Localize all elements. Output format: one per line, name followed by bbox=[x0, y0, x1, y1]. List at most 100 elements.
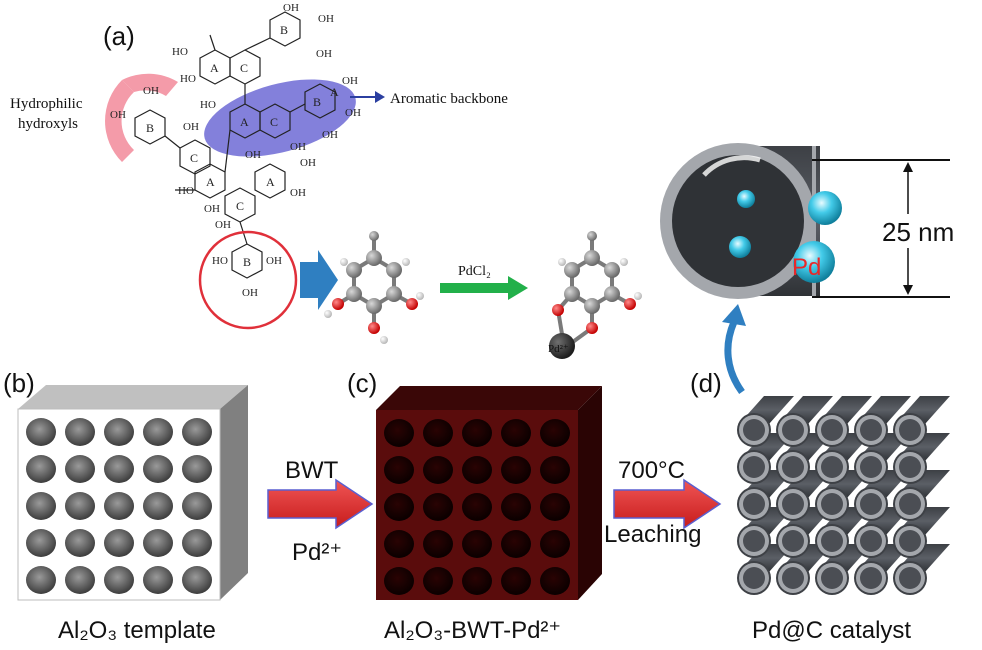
oh-label: OH bbox=[183, 121, 199, 133]
intermediate-pore bbox=[384, 493, 414, 521]
aromatic-backbone-ellipse bbox=[204, 79, 356, 157]
tube-lumen bbox=[782, 493, 804, 515]
template-pore bbox=[65, 566, 95, 594]
tube-lumen bbox=[860, 530, 882, 552]
curved-blue-arrow bbox=[724, 320, 745, 395]
ring-letter: A bbox=[210, 61, 219, 75]
template-pore bbox=[104, 529, 134, 557]
ring-letter: A bbox=[206, 175, 215, 189]
intermediate-pore bbox=[384, 530, 414, 558]
oh-label: OH bbox=[316, 48, 332, 60]
template-pore bbox=[104, 455, 134, 483]
blue-arrow bbox=[300, 250, 338, 310]
pd-complex-molecule bbox=[549, 231, 642, 359]
nanotube-bundle bbox=[737, 396, 950, 595]
ho-label: HO bbox=[180, 73, 196, 85]
tube-lumen bbox=[782, 567, 804, 589]
aromatic-backbone-label: Aromatic backbone bbox=[390, 91, 508, 107]
reagent-label: PdCl₂ bbox=[458, 264, 491, 279]
intermediate-pore bbox=[540, 456, 570, 484]
tube-lumen bbox=[782, 456, 804, 478]
tube-lumen bbox=[899, 530, 921, 552]
template-pore-grid bbox=[26, 418, 212, 594]
template-pore bbox=[26, 529, 56, 557]
template-pore bbox=[104, 566, 134, 594]
hydrophilic-arc bbox=[105, 80, 134, 162]
ring-letters: A C B A C B A B C A A C B bbox=[146, 23, 339, 269]
ring-letter: A bbox=[266, 175, 275, 189]
tube-lumen bbox=[860, 456, 882, 478]
intermediate-pore-grid bbox=[384, 419, 570, 595]
intermediate-pore bbox=[423, 493, 453, 521]
oh-label: OH bbox=[290, 187, 306, 199]
product-caption: Pd@C catalyst bbox=[752, 617, 911, 644]
oh-label: OH bbox=[283, 2, 299, 14]
oh-label: OH bbox=[204, 203, 220, 215]
intermediate-pore bbox=[462, 419, 492, 447]
template-pore bbox=[26, 455, 56, 483]
intermediate-pore bbox=[501, 456, 531, 484]
tube-lumen bbox=[821, 456, 843, 478]
intermediate-pore bbox=[501, 493, 531, 521]
hydrophilic-label-line2: hydroxyls bbox=[18, 116, 78, 132]
intermediate-pore bbox=[501, 419, 531, 447]
pd-particle bbox=[793, 241, 835, 283]
panel-label-b: (b) bbox=[3, 368, 35, 398]
tube-lumen bbox=[743, 456, 765, 478]
pd-particle-label: Pd bbox=[792, 254, 821, 281]
intermediate-pore bbox=[384, 567, 414, 595]
oh-label: OH bbox=[345, 107, 361, 119]
oh-label: OH bbox=[266, 255, 282, 267]
ho-label: HO bbox=[200, 99, 216, 111]
diameter-label: 25 nm bbox=[882, 217, 954, 247]
green-arrow bbox=[440, 276, 528, 300]
intermediate-pore bbox=[540, 567, 570, 595]
intermediate-pore bbox=[462, 567, 492, 595]
template-pore bbox=[182, 529, 212, 557]
ring-letter: C bbox=[270, 115, 278, 129]
intermediate-pore bbox=[462, 493, 492, 521]
ring-letter: B bbox=[243, 255, 251, 269]
pd-ion-label: Pd²⁺ bbox=[548, 343, 569, 355]
ho-label: HO bbox=[178, 185, 194, 197]
intermediate-pore bbox=[501, 530, 531, 558]
tube-lumen bbox=[821, 567, 843, 589]
template-pore bbox=[26, 418, 56, 446]
ho-label: HO bbox=[172, 46, 188, 58]
template-pore bbox=[182, 455, 212, 483]
tube-lumen bbox=[860, 567, 882, 589]
template-pore bbox=[26, 492, 56, 520]
pd-particle bbox=[808, 191, 842, 225]
ho-label: HO bbox=[212, 255, 228, 267]
template-pore bbox=[65, 418, 95, 446]
intermediate-pore bbox=[540, 493, 570, 521]
red-arrow-2 bbox=[613, 478, 722, 530]
tube-lumen bbox=[782, 419, 804, 441]
template-pore bbox=[143, 492, 173, 520]
intermediate-pore bbox=[423, 419, 453, 447]
tube-lumen bbox=[821, 493, 843, 515]
intermediate-pore bbox=[423, 530, 453, 558]
red-arrow-1 bbox=[267, 478, 374, 530]
hydroxyl-labels: OH OH OH HO HO OH OH OH HO OH OH OH OH O… bbox=[110, 2, 361, 299]
tube-lumen bbox=[821, 419, 843, 441]
tube-lumen bbox=[899, 456, 921, 478]
pd-particle bbox=[737, 190, 755, 208]
template-block bbox=[17, 385, 248, 601]
dimension-arrow-up bbox=[903, 162, 913, 172]
ring-letter: A bbox=[240, 115, 249, 129]
nanotube-closeup bbox=[660, 143, 842, 299]
tannin-skeleton bbox=[134, 11, 336, 279]
tube-lumen bbox=[860, 493, 882, 515]
template-pore bbox=[182, 566, 212, 594]
intermediate-pore bbox=[540, 530, 570, 558]
oh-label: OH bbox=[322, 129, 338, 141]
template-caption: Al₂O₃ template bbox=[58, 617, 216, 644]
intermediate-pore bbox=[540, 419, 570, 447]
tube-lumen bbox=[743, 493, 765, 515]
oh-label: OH bbox=[245, 149, 261, 161]
intermediate-pore bbox=[423, 456, 453, 484]
curved-blue-arrow-head bbox=[722, 304, 746, 326]
panel-label-c: (c) bbox=[347, 368, 377, 398]
